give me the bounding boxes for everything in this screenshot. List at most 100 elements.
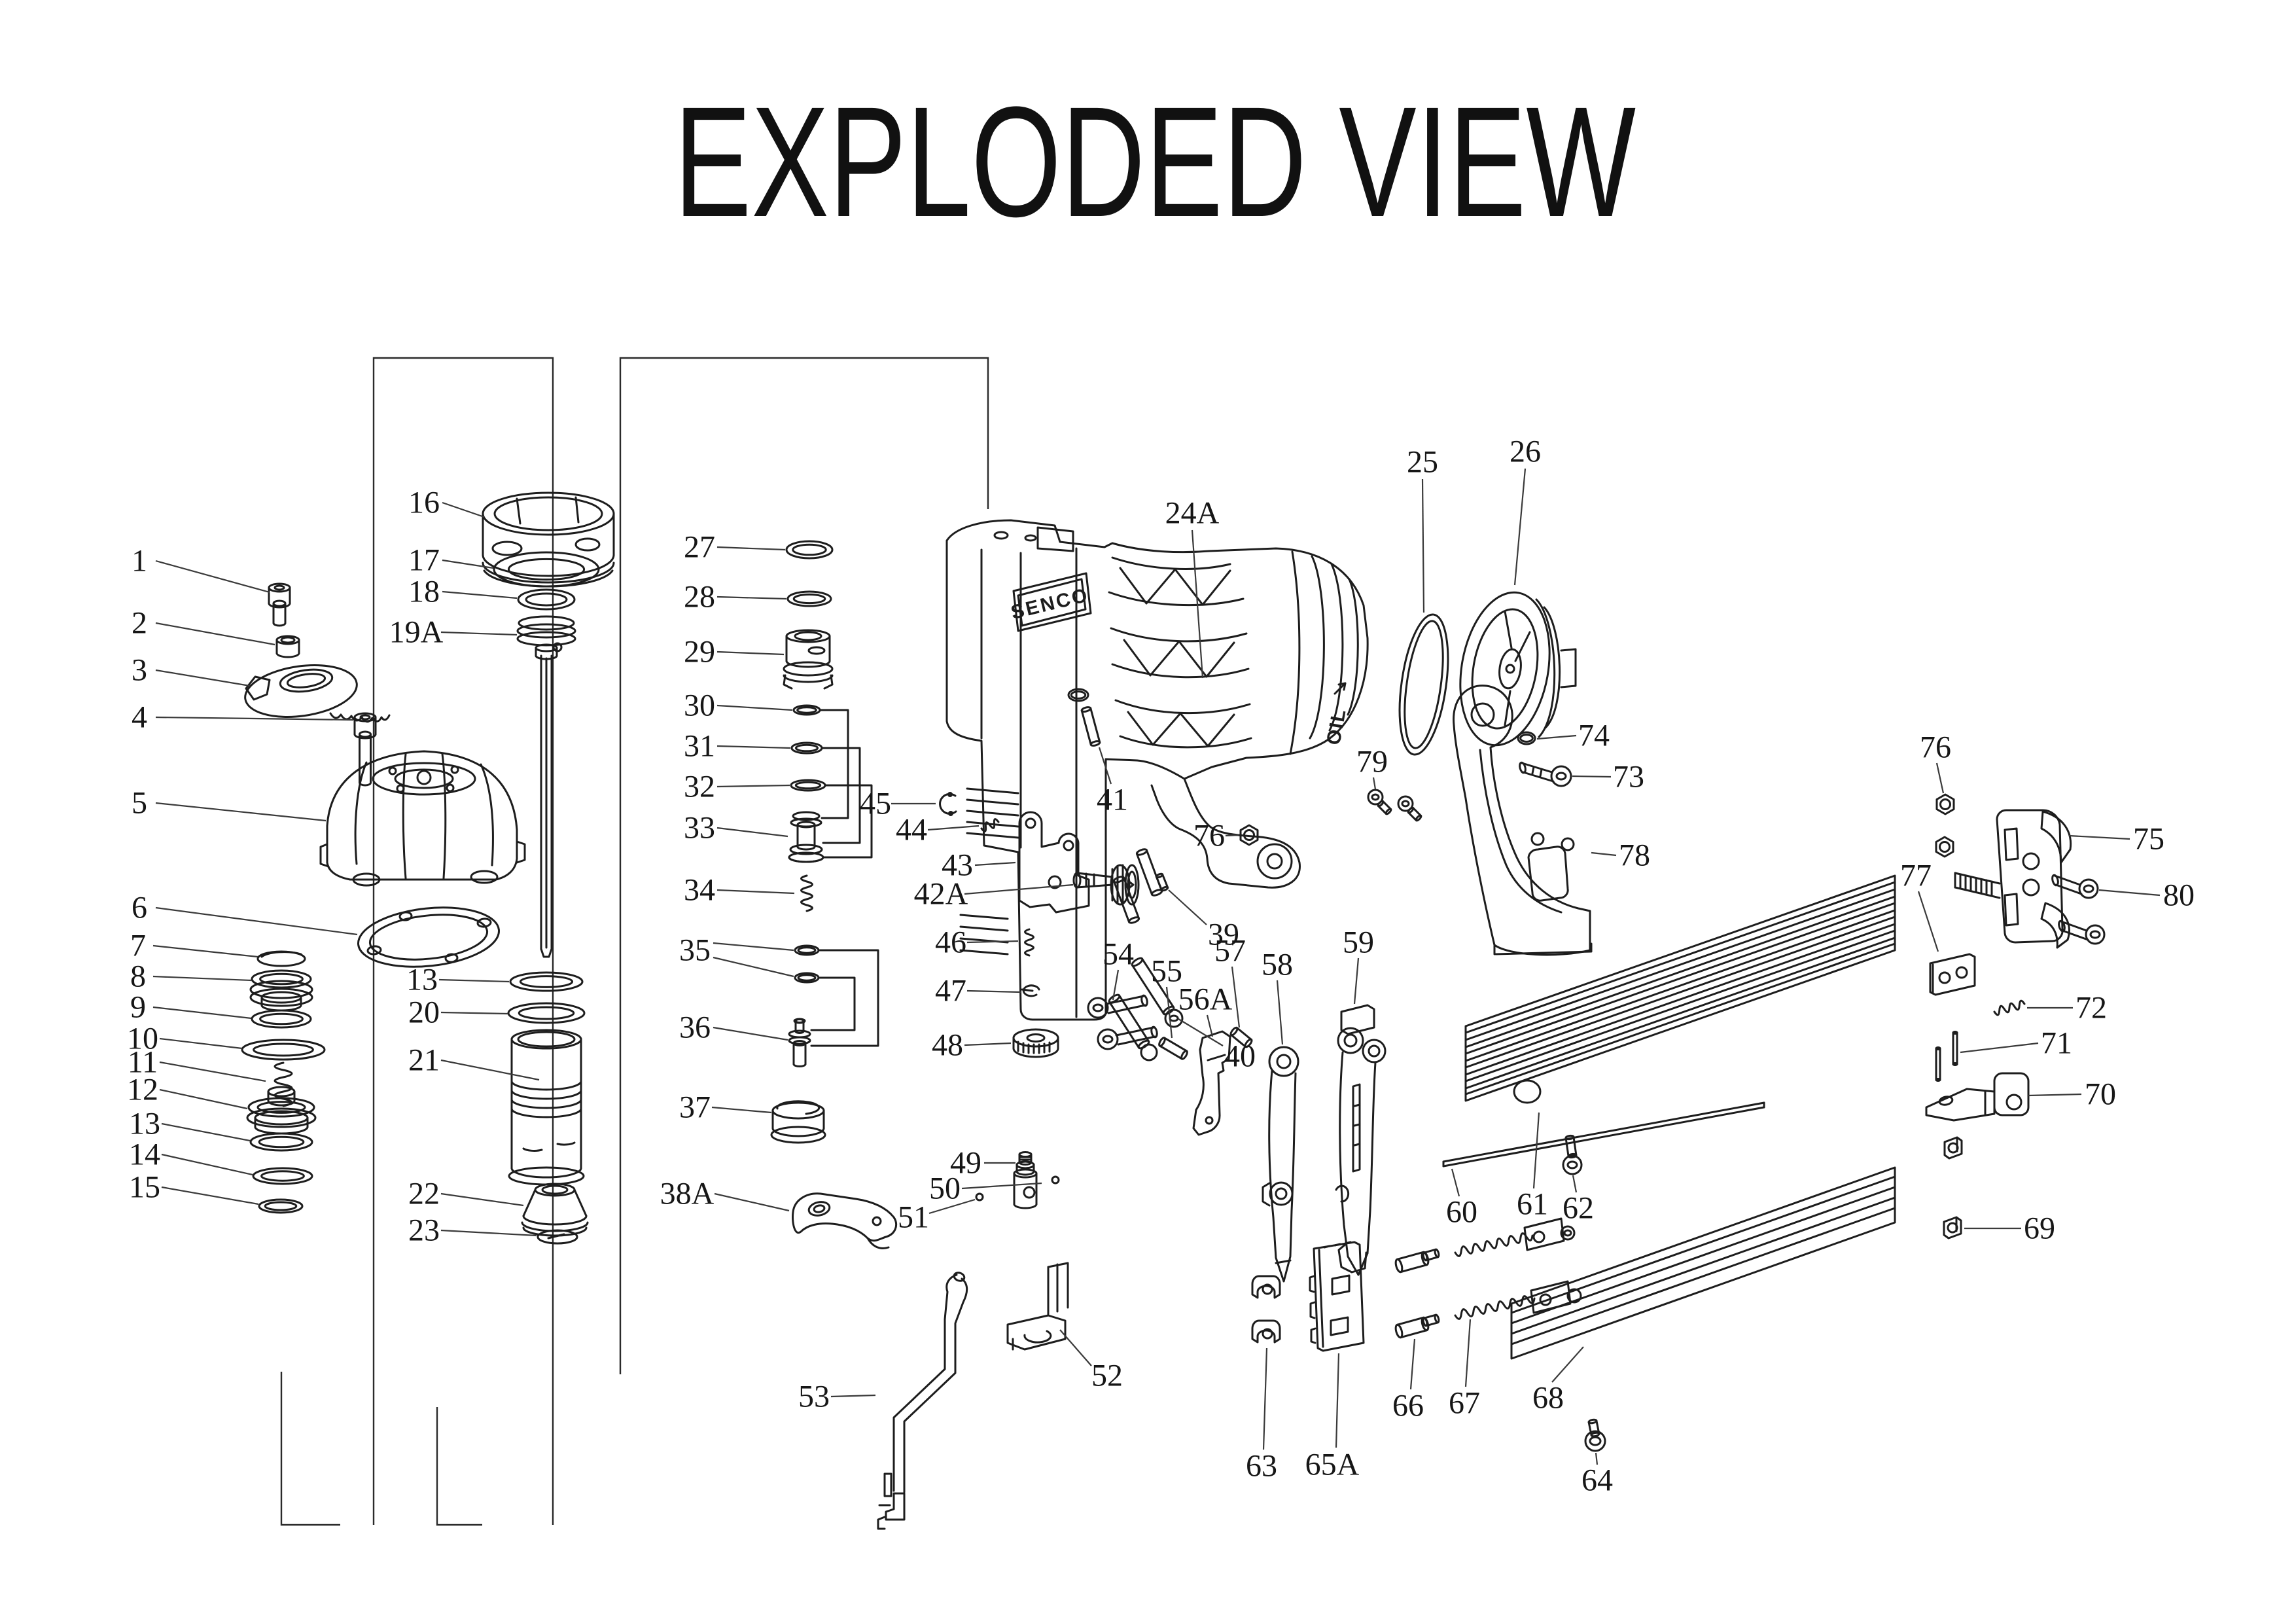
part-label-76: 76 xyxy=(1920,730,1951,765)
part-label-15: 15 xyxy=(129,1170,160,1205)
part-10-oring xyxy=(241,1039,326,1061)
leader-line-64 xyxy=(1595,1452,1598,1465)
part-label-9: 9 xyxy=(130,990,146,1025)
leader-line-30 xyxy=(716,704,793,711)
leader-line-27 xyxy=(716,546,786,551)
part-47-e-clip xyxy=(1021,984,1040,997)
part-48-knurled-nut xyxy=(1012,1028,1059,1058)
part-label-39: 39 xyxy=(1208,918,1239,952)
leader-line-54 xyxy=(1112,969,1120,1001)
part-2-bushing xyxy=(275,635,300,658)
part-50-ball xyxy=(1051,1175,1060,1185)
leader-line-76 xyxy=(1935,762,1945,794)
part-60-guide-rod xyxy=(1442,1101,1765,1168)
leader-line-61 xyxy=(1532,1112,1540,1189)
leader-line-55 xyxy=(1165,986,1173,1039)
part-label-67: 67 xyxy=(1449,1386,1480,1421)
part-34-spring xyxy=(800,874,813,912)
part-7-disc xyxy=(256,950,306,967)
leader-line-35 xyxy=(713,942,794,952)
part-label-46: 46 xyxy=(935,925,966,960)
leader-line-47 xyxy=(966,990,1021,993)
part-label-66: 66 xyxy=(1392,1389,1424,1423)
part-label-16: 16 xyxy=(408,486,440,520)
leader-line-18 xyxy=(442,590,518,599)
leader-line-20 xyxy=(440,1011,508,1015)
group-box-cylinder-assembly xyxy=(372,357,554,1525)
part-label-1: 1 xyxy=(132,544,147,579)
part-17-oring xyxy=(493,551,600,588)
part-28-oring xyxy=(786,590,832,607)
group-bracket-middle xyxy=(436,1407,482,1526)
leader-line-75 xyxy=(2068,834,2130,840)
part-label-74: 74 xyxy=(1578,719,1610,753)
part-label-45: 45 xyxy=(860,787,891,821)
leader-line-8 xyxy=(152,975,252,982)
part-69-square-nuts xyxy=(1943,1136,1963,1240)
part-62-screw xyxy=(1562,1134,1583,1175)
leader-line-31 xyxy=(716,745,791,749)
leader-line-13 xyxy=(438,978,510,983)
part-label-7: 7 xyxy=(130,929,146,963)
part-76-nut xyxy=(1239,824,1259,846)
leader-line-6 xyxy=(155,906,358,936)
part-20-oring xyxy=(507,1002,586,1024)
leader-line-29 xyxy=(716,651,785,656)
part-label-31: 31 xyxy=(684,729,715,764)
part-label-51: 51 xyxy=(898,1200,929,1235)
part-label-52: 52 xyxy=(1091,1359,1123,1393)
leader-line-3 xyxy=(155,669,251,687)
part-49-valve-fitting xyxy=(1013,1151,1038,1209)
part-27-oring xyxy=(785,540,834,560)
part-label-72: 72 xyxy=(2075,991,2107,1026)
leader-line-33 xyxy=(716,827,788,838)
part-38A-trigger xyxy=(792,1192,897,1249)
leader-line-1 xyxy=(155,560,270,594)
part-label-54: 54 xyxy=(1103,937,1134,972)
part-label-26: 26 xyxy=(1510,435,1541,469)
part-46-spring xyxy=(1024,928,1034,957)
leader-line-37 xyxy=(711,1106,772,1114)
part-76b-nuts xyxy=(1935,793,1955,858)
part-label-6: 6 xyxy=(132,891,147,925)
part-53-contact-rod xyxy=(877,1272,968,1530)
part-label-10: 10 xyxy=(127,1022,158,1056)
part-label-18: 18 xyxy=(408,575,440,609)
part-label-40: 40 xyxy=(1224,1039,1256,1074)
part-64-screw xyxy=(1584,1418,1606,1452)
leader-line-76 xyxy=(1225,834,1239,837)
part-label-55: 55 xyxy=(1151,954,1182,989)
part-66-pushers xyxy=(1394,1248,1440,1339)
part-33-valve-stem xyxy=(788,811,824,863)
part-label-75: 75 xyxy=(2133,822,2164,857)
part-54-bolts xyxy=(1087,994,1158,1050)
leader-line-62 xyxy=(1572,1175,1578,1193)
part-78-hanger-bracket xyxy=(1453,685,1593,956)
part-label-24A: 24A xyxy=(1165,496,1220,531)
part-61-magazine-rail xyxy=(1464,874,1896,1104)
leader-line-78 xyxy=(1591,851,1617,857)
leader-line-53 xyxy=(830,1394,876,1398)
part-3-exhaust-deflector xyxy=(244,664,391,723)
part-label-57: 57 xyxy=(1214,934,1246,969)
leader-line-23 xyxy=(440,1229,537,1237)
leader-line-26 xyxy=(1513,468,1527,586)
leader-line-14 xyxy=(161,1153,253,1176)
part-label-34: 34 xyxy=(684,873,715,908)
part-72-spring xyxy=(1993,999,2026,1016)
part-23-disc xyxy=(537,1229,578,1245)
part-14-oring xyxy=(252,1167,313,1185)
part-label-70: 70 xyxy=(2085,1077,2116,1112)
leader-line-57 xyxy=(1231,966,1241,1028)
part-label-80: 80 xyxy=(2163,878,2195,913)
part-label-71: 71 xyxy=(2041,1026,2072,1061)
part-label-29: 29 xyxy=(684,635,715,669)
part-label-12: 12 xyxy=(127,1073,158,1107)
part-52-guide-clip xyxy=(1006,1262,1069,1351)
leader-line-39 xyxy=(1168,889,1207,925)
part-55-pin xyxy=(1158,1037,1188,1060)
part-label-32: 32 xyxy=(684,770,715,804)
leader-line-36 xyxy=(713,1026,788,1041)
